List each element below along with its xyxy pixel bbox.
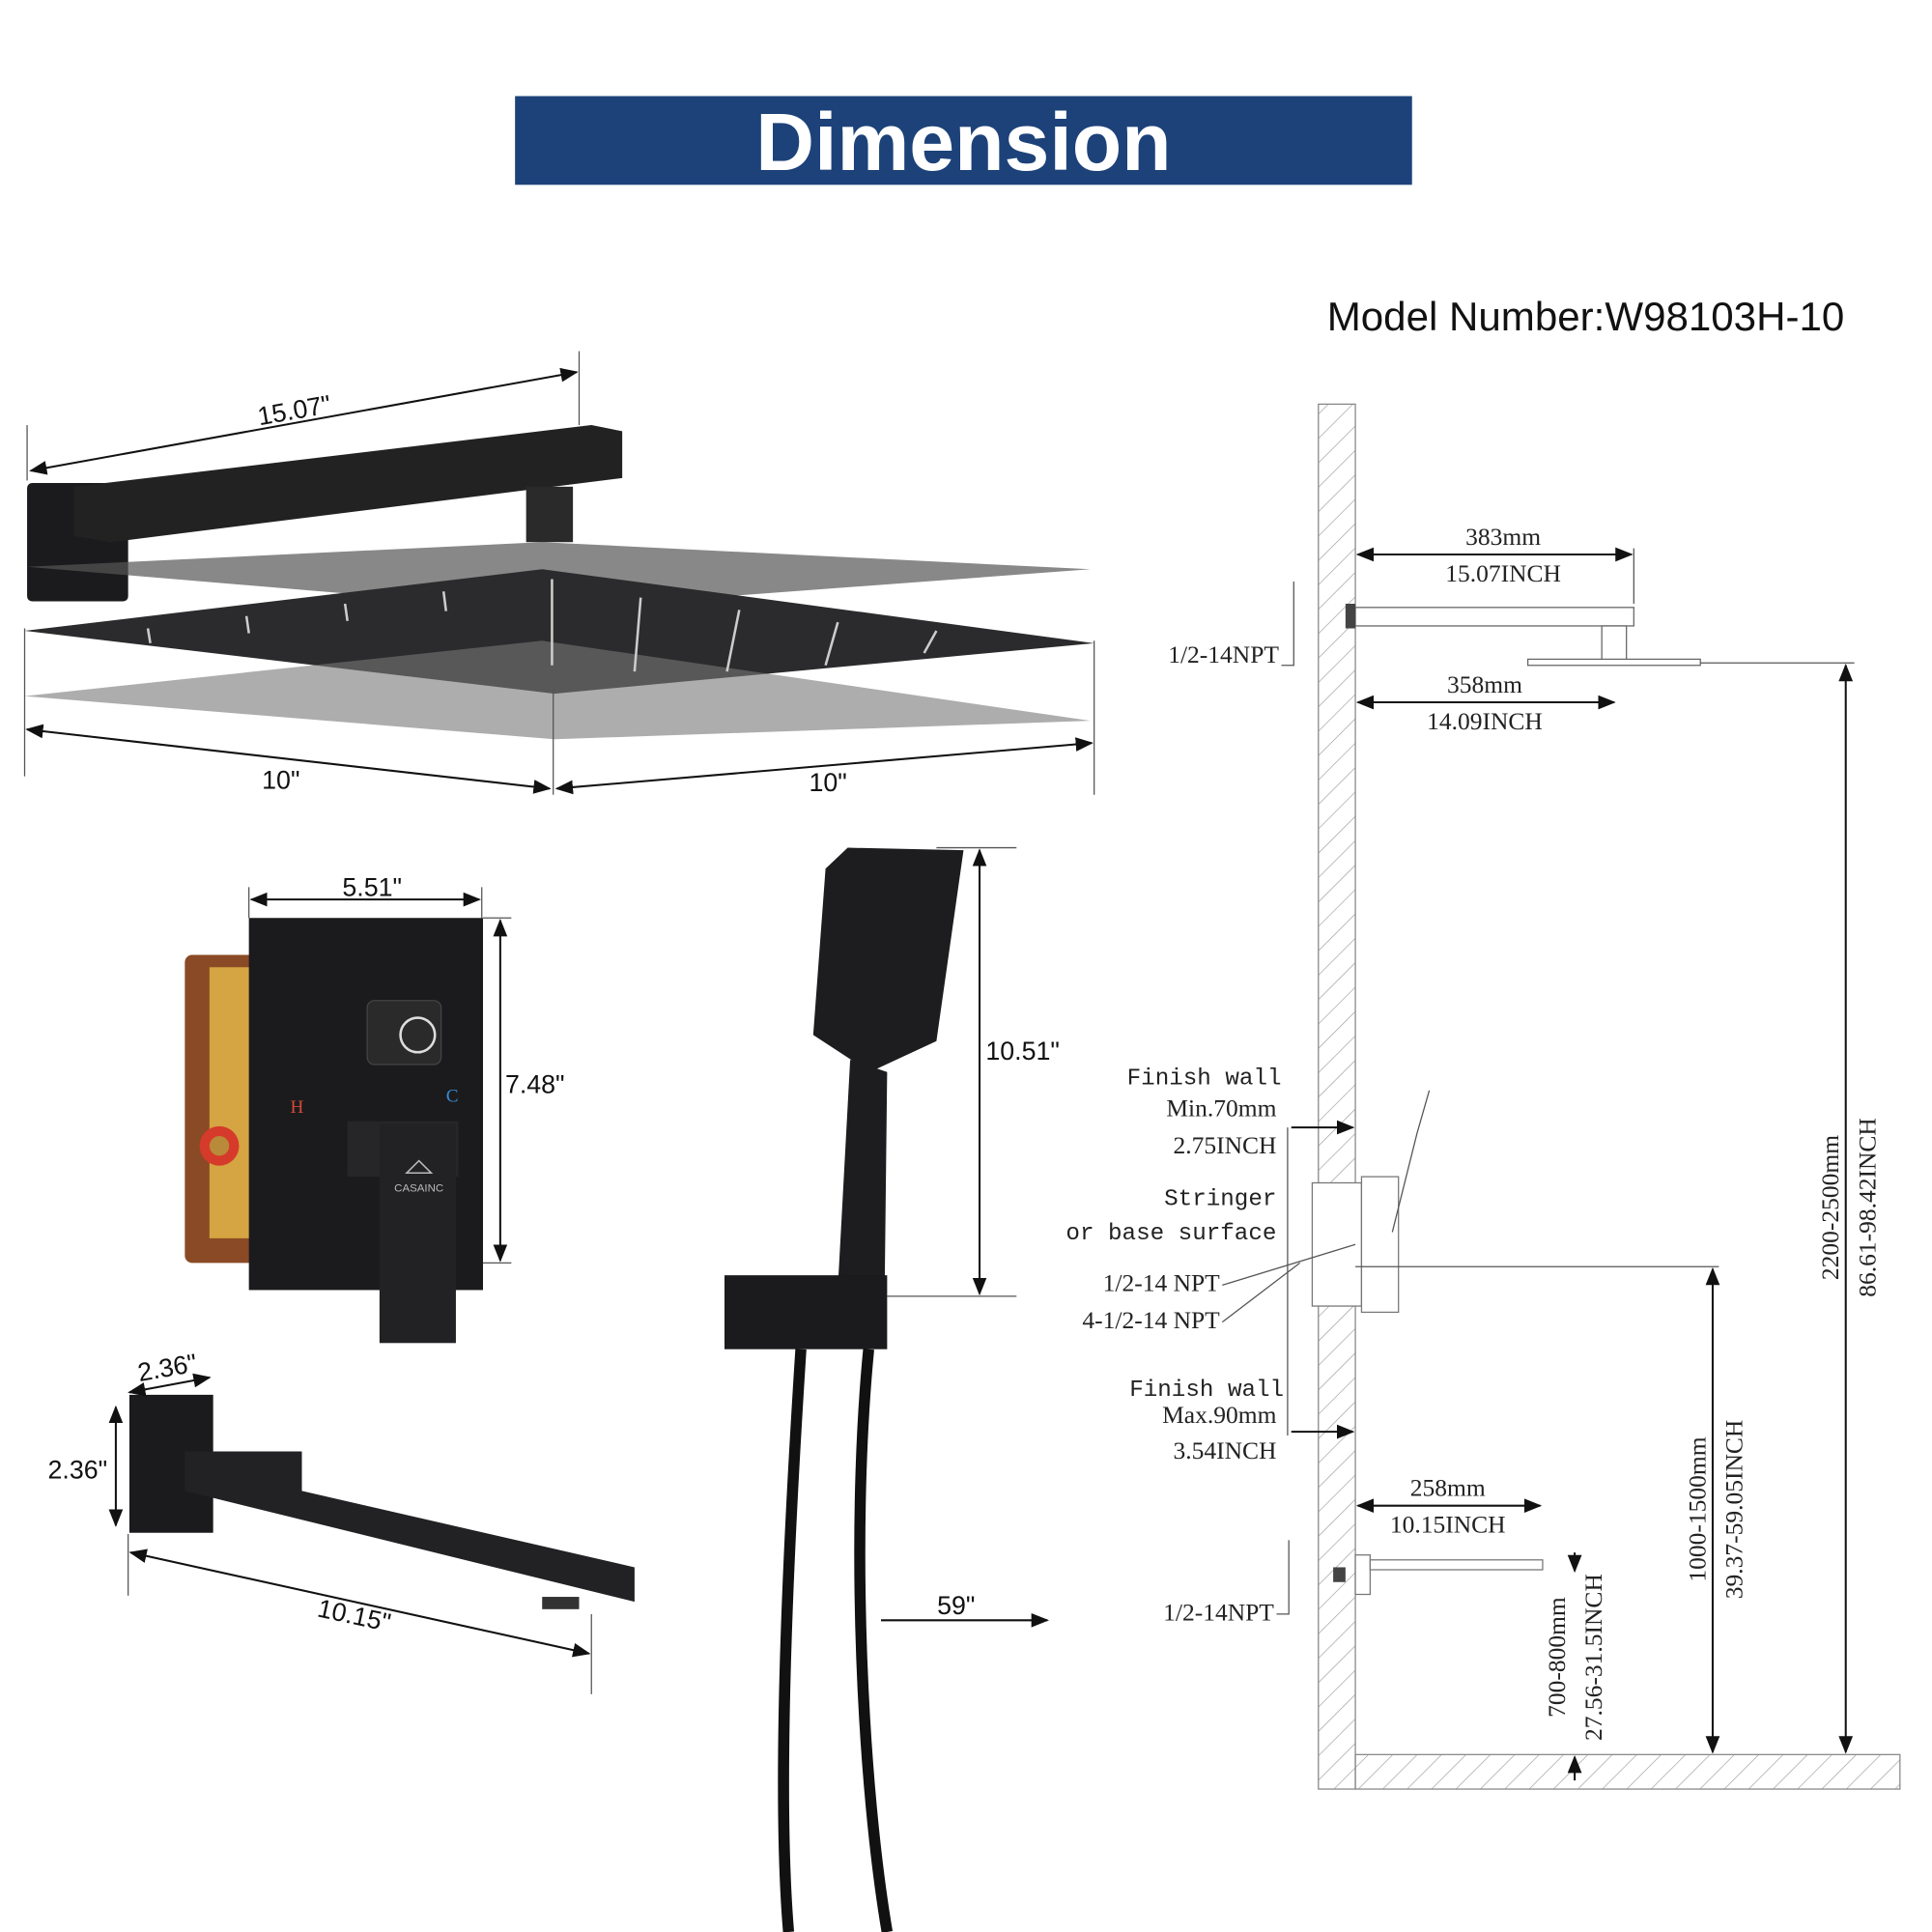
head-inch: 14.09INCH [1427, 707, 1543, 735]
valve-height-label: 7.48" [505, 1069, 565, 1098]
arm-length-label: 15.07" [255, 389, 333, 431]
stringer-2: or base surface [1065, 1221, 1276, 1247]
spout-length-label: 10.15" [315, 1594, 393, 1637]
arm-mm: 383mm [1465, 523, 1541, 551]
stringer-1: Stringer [1164, 1186, 1276, 1212]
valve-height-mm: 1000-1500mm [1683, 1436, 1711, 1581]
finish-min-3: 2.75INCH [1173, 1131, 1276, 1159]
head-height-mm: 2200-2500mm [1816, 1135, 1844, 1280]
arm-inch: 15.07INCH [1445, 559, 1561, 587]
valve-height-inch: 39.37-59.05INCH [1720, 1420, 1748, 1600]
valve-image: CASAINC H C [185, 918, 483, 1344]
head-mm: 358mm [1447, 670, 1522, 698]
spout-height-mm: 700-800mm [1543, 1597, 1571, 1718]
cold-label: C [446, 1086, 459, 1106]
rain-shower-head-image [24, 425, 1094, 740]
head-half-width-left: 10" [262, 765, 299, 794]
spout-inch: 10.15INCH [1390, 1511, 1506, 1539]
handheld-dimensions: 10.51" 59" [880, 846, 1060, 1628]
page-title: Dimension [755, 97, 1171, 187]
brand-logo-text: CASAINC [394, 1182, 443, 1194]
npt-1: 1/2-14 NPT [1103, 1269, 1221, 1297]
head-height-inch: 86.61-98.42INCH [1853, 1118, 1881, 1297]
brand-logo-icon [405, 1159, 434, 1175]
npt-2: 4-1/2-14 NPT [1082, 1306, 1220, 1334]
model-number: Model Number:W98103H-10 [1327, 294, 1845, 339]
installation-diagram: 383mm 15.07INCH 358mm 14.09INCH 1/2-14NP… [1065, 403, 1901, 1790]
top-npt: 1/2-14NPT [1168, 640, 1279, 668]
hot-label: H [290, 1097, 303, 1118]
tub-spout-image [128, 1394, 635, 1609]
spout-mm: 258mm [1410, 1473, 1486, 1501]
hose-length-label: 59" [937, 1591, 975, 1620]
valve-width-label: 5.51" [342, 872, 402, 901]
valve-dimensions: 5.51" 7.48" [248, 872, 565, 1264]
finish-max-2: Max.90mm [1162, 1401, 1276, 1429]
bottom-npt: 1/2-14NPT [1163, 1598, 1274, 1626]
finish-min-2: Min.70mm [1166, 1094, 1276, 1122]
finish-min-1: Finish wall [1127, 1065, 1282, 1092]
finish-max-3: 3.54INCH [1173, 1436, 1276, 1464]
handheld-length-label: 10.51" [985, 1037, 1059, 1065]
head-half-width-right: 10" [810, 768, 847, 797]
handheld-shower-image [724, 847, 964, 1932]
title-banner: Dimension [515, 96, 1412, 187]
spout-side-label: 2.36" [48, 1456, 108, 1485]
spout-height-inch: 27.56-31.5INCH [1579, 1574, 1607, 1741]
rain-shower-dimensions: 15.07" 10" 10" [23, 351, 1095, 797]
finish-max-1: Finish wall [1129, 1378, 1284, 1404]
